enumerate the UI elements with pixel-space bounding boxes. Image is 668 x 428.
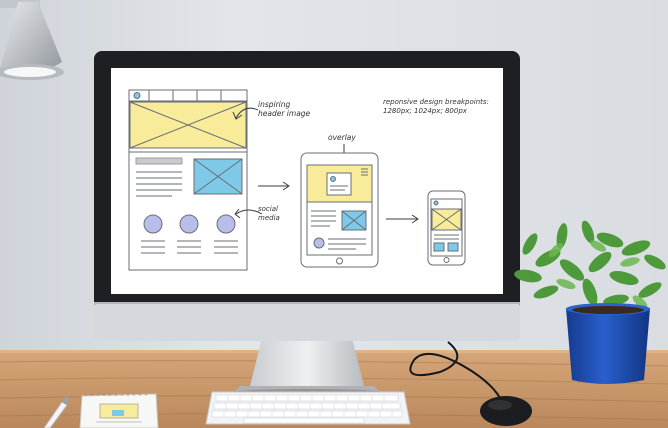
keyboard [205, 391, 411, 425]
annotation-header-line2: header image [258, 109, 311, 118]
desk-lamp [0, 0, 64, 80]
annotation-social-line2: media [258, 214, 280, 222]
phone-wireframe [427, 190, 466, 266]
desktop-wireframe [128, 89, 248, 271]
pen [43, 396, 69, 428]
annotation-breakpoints-line2: 1280px; 1024px; 800px [383, 107, 468, 115]
power-cable [409, 341, 501, 399]
annotation-breakpoints-line1: reponsive design breakpoints: [383, 98, 489, 106]
annotation-header-line1: inspiring [258, 100, 291, 109]
potted-plant [514, 220, 666, 384]
annotation-social-line1: social [258, 205, 278, 213]
annotation-overlay: overlay [328, 133, 356, 142]
sketch-notepad [79, 393, 159, 428]
computer-mouse [480, 396, 532, 426]
tablet-wireframe [300, 152, 379, 268]
